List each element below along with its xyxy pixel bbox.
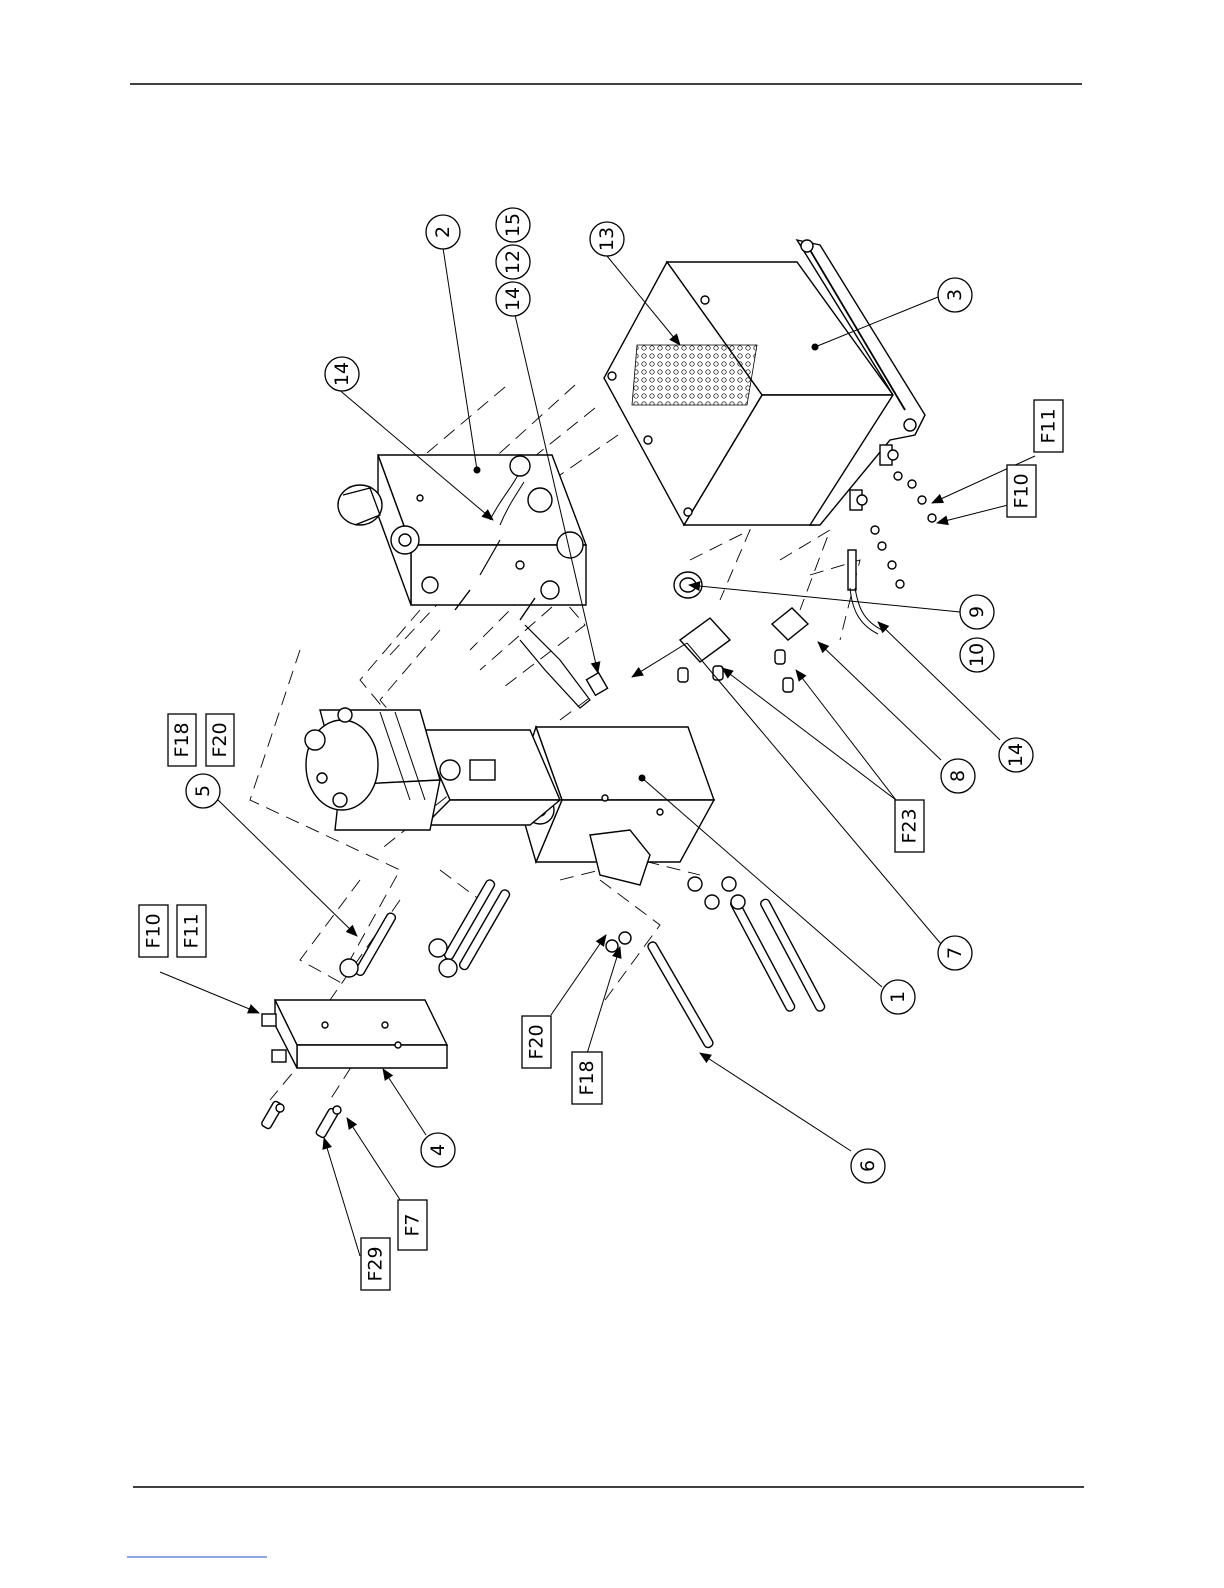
ref-box-f18-top: F18 (168, 714, 196, 766)
svg-text:9: 9 (966, 606, 988, 618)
ref-box-f29: F29 (361, 1238, 390, 1290)
svg-text:4: 4 (427, 1144, 449, 1156)
svg-text:15: 15 (502, 213, 524, 237)
callout-10: 10 (960, 638, 994, 672)
svg-text:F11: F11 (181, 913, 203, 948)
svg-text:13: 13 (596, 227, 618, 251)
svg-text:F7: F7 (402, 1213, 424, 1236)
svg-text:14: 14 (1005, 743, 1027, 767)
ref-box-f10-right: F10 (1007, 465, 1036, 517)
svg-text:3: 3 (944, 289, 966, 301)
ref-box-f7: F7 (398, 1200, 427, 1250)
svg-text:12: 12 (502, 250, 524, 274)
pump-block-part-2 (338, 455, 608, 708)
callout-4: 4 (421, 1133, 455, 1167)
svg-text:F20: F20 (526, 1024, 548, 1059)
svg-text:2: 2 (432, 226, 454, 238)
svg-text:F18: F18 (576, 1060, 598, 1095)
callout-7: 7 (938, 936, 972, 970)
svg-text:14: 14 (502, 287, 524, 311)
callout-9: 9 (960, 595, 994, 629)
svg-text:F20: F20 (209, 722, 231, 757)
callout-3: 3 (938, 278, 972, 312)
ref-box-f11-right: F11 (1034, 400, 1063, 452)
callout-15: 15 (496, 208, 530, 242)
svg-text:7: 7 (944, 947, 966, 959)
svg-text:F10: F10 (1011, 473, 1033, 508)
callout-2: 2 (426, 215, 460, 249)
base-plate-part-4 (261, 1000, 447, 1138)
callout-1: 1 (881, 980, 915, 1014)
svg-text:F29: F29 (365, 1246, 387, 1281)
callout-13: 13 (590, 222, 624, 256)
svg-text:F23: F23 (899, 808, 921, 843)
svg-text:F10: F10 (143, 913, 165, 948)
callout-12: 12 (496, 245, 530, 279)
svg-text:1: 1 (887, 991, 909, 1003)
enclosure-part-3 (604, 240, 925, 525)
svg-text:F18: F18 (171, 722, 193, 757)
ref-box-f18-mid: F18 (572, 1052, 602, 1104)
ref-box-f20-top: F20 (206, 714, 234, 766)
callout-8: 8 (941, 759, 975, 793)
ref-box-f10-left: F10 (139, 905, 168, 957)
svg-text:14: 14 (331, 362, 353, 386)
ref-box-f20-mid: F20 (522, 1016, 551, 1068)
callout-5: 5 (186, 774, 220, 808)
svg-text:10: 10 (966, 643, 988, 667)
svg-text:8: 8 (947, 770, 969, 782)
svg-text:5: 5 (192, 785, 214, 797)
main-assembly-part-1 (305, 708, 714, 885)
callout-14-right: 14 (999, 738, 1033, 772)
callout-14-upper: 14 (496, 282, 530, 316)
ref-box-f11-left: F11 (177, 905, 206, 957)
ref-box-f23: F23 (895, 800, 924, 852)
svg-text:6: 6 (857, 1160, 879, 1172)
callout-6: 6 (851, 1149, 885, 1183)
callout-14-top: 14 (325, 357, 359, 391)
svg-text:F11: F11 (1038, 408, 1060, 443)
